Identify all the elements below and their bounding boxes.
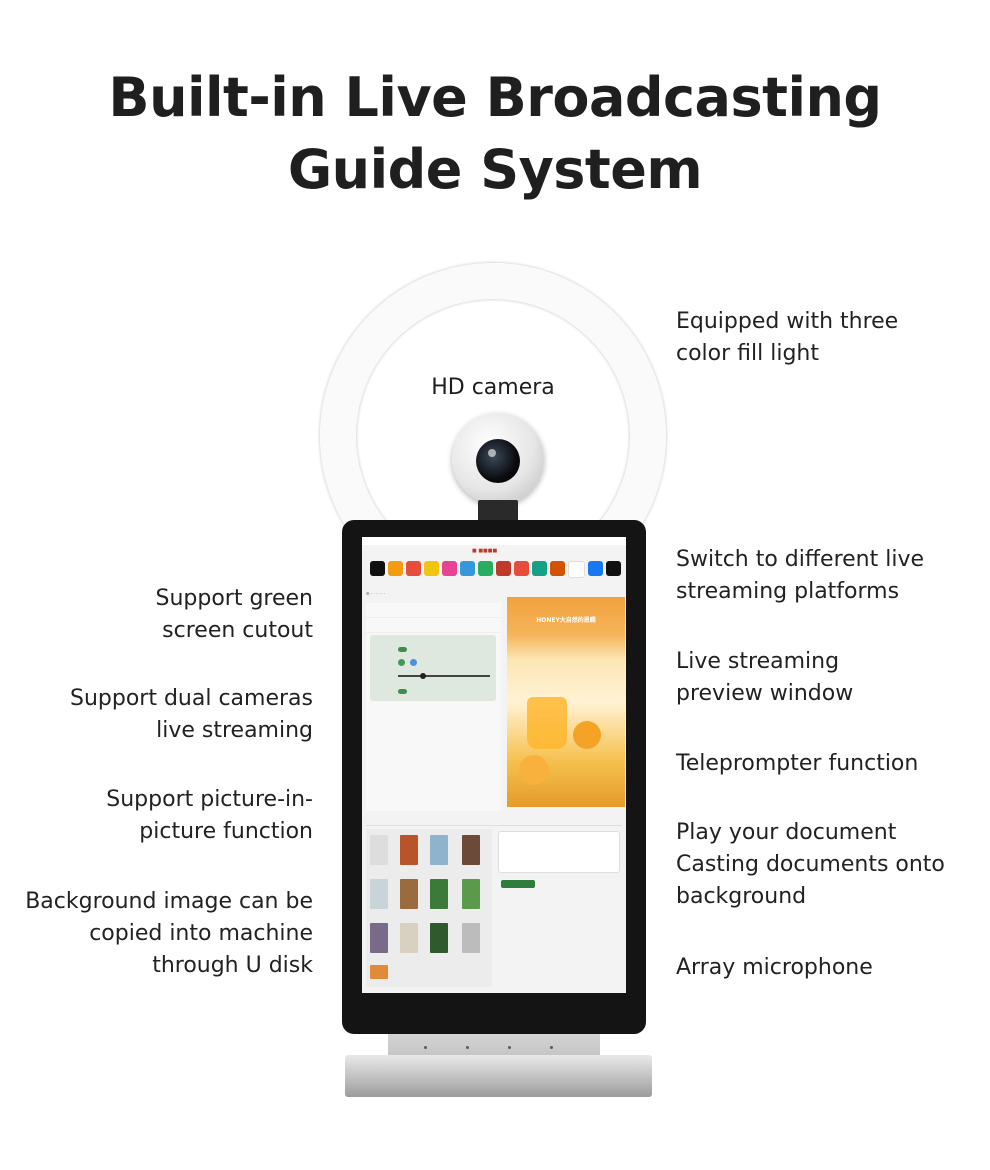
gallery-thumbnail <box>430 879 448 909</box>
gallery-thumbnail <box>370 965 388 979</box>
settings-row <box>366 603 501 618</box>
toggle-switch <box>398 647 407 652</box>
feature-line: copied into machine <box>89 921 313 946</box>
platform-app-row <box>370 561 622 583</box>
live-preview-window: HONEY大自然的恩赐 <box>507 597 625 807</box>
feature-line: Switch to different live <box>676 547 925 572</box>
gallery-thumbnail <box>370 879 388 909</box>
platform-app-icon <box>442 561 457 576</box>
gallery-thumbnail <box>462 835 480 865</box>
feature-line: Teleprompter function <box>676 751 919 776</box>
feature-line: Equipped with three <box>676 309 899 334</box>
feature-switch-platforms: Switch to different live streaming platf… <box>676 544 924 608</box>
feature-line: through U disk <box>152 953 313 978</box>
gallery-thumbnail <box>462 923 480 953</box>
toggle-switch <box>398 689 407 694</box>
camera-lens <box>476 439 520 483</box>
color-dot-blue <box>410 659 417 666</box>
gallery-thumbnail <box>370 923 388 953</box>
device-stand-base <box>345 1055 652 1097</box>
gallery-thumbnail <box>430 923 448 953</box>
platform-app-icon <box>532 561 547 576</box>
feature-line: Support picture-in- <box>106 787 313 812</box>
gallery-thumbnail <box>370 835 388 865</box>
microphone-hole <box>550 1046 553 1049</box>
feature-fill-light: Equipped with three color fill light <box>676 306 898 370</box>
feature-line: background <box>676 884 807 909</box>
device-screen: ■ ■■■■ ⚙ · · · · · · HONEY大自然的恩赐 <box>362 537 626 993</box>
orange-image <box>573 721 601 749</box>
platform-app-icon <box>514 561 529 576</box>
slider-track <box>398 675 490 677</box>
platform-app-icon <box>588 561 603 576</box>
feature-green-screen: Support green screen cutout <box>155 583 313 647</box>
color-dot-green <box>398 659 405 666</box>
feature-line: Support green <box>155 586 313 611</box>
camera-icon <box>452 413 544 505</box>
feature-dual-cameras: Support dual cameras live streaming <box>70 683 313 747</box>
orange-image <box>519 755 549 785</box>
page-title-line-2: Guide System <box>287 138 703 201</box>
microphone-hole <box>466 1046 469 1049</box>
feature-array-microphone: Array microphone <box>676 952 873 984</box>
feature-teleprompter: Teleprompter function <box>676 748 918 780</box>
slider-knob <box>420 673 426 679</box>
settings-toolbar: ⚙ · · · · · · <box>366 591 385 596</box>
document-player <box>498 831 620 888</box>
platform-app-icon <box>550 561 565 576</box>
microphone-hole <box>424 1046 427 1049</box>
microphone-hole <box>508 1046 511 1049</box>
feature-line: Background image can be <box>25 889 313 914</box>
hd-camera-label: HD camera <box>431 375 555 400</box>
green-screen-settings <box>370 635 496 701</box>
platform-app-icon <box>370 561 385 576</box>
camera-mount <box>478 500 518 522</box>
feature-line: Array microphone <box>676 955 873 980</box>
device-brand-logo: ■ ■■■■ <box>472 548 498 554</box>
feature-line: Live streaming <box>676 649 840 674</box>
feature-line: Casting documents onto <box>676 852 945 877</box>
platform-app-icon <box>460 561 475 576</box>
platform-app-icon <box>606 561 621 576</box>
feature-line: screen cutout <box>162 618 313 643</box>
platform-app-icon <box>568 561 585 578</box>
page-title: Built-in Live Broadcasting Guide System <box>0 62 990 206</box>
feature-line: Play your document <box>676 820 897 845</box>
platform-app-icon <box>406 561 421 576</box>
feature-line: streaming platforms <box>676 579 900 604</box>
platform-app-icon <box>478 561 493 576</box>
feature-background-image: Background image can be copied into mach… <box>25 886 313 982</box>
player-button <box>501 880 535 888</box>
platform-app-icon <box>496 561 511 576</box>
honey-jar-image <box>527 697 567 749</box>
feature-line: picture function <box>139 819 313 844</box>
feature-picture-in-picture: Support picture-in- picture function <box>106 784 313 848</box>
feature-line: preview window <box>676 681 854 706</box>
settings-row <box>366 618 501 633</box>
media-tabs <box>366 817 622 826</box>
gallery-thumbnail <box>400 835 418 865</box>
feature-line: color fill light <box>676 341 819 366</box>
platform-app-icon <box>388 561 403 576</box>
gallery-thumbnail <box>462 879 480 909</box>
feature-play-document: Play your document Casting documents ont… <box>676 817 945 913</box>
gallery-thumbnail <box>400 923 418 953</box>
gallery-thumbnail <box>430 835 448 865</box>
device-status-bar <box>362 537 626 545</box>
feature-line: Support dual cameras <box>70 686 313 711</box>
background-gallery <box>366 829 492 987</box>
page-title-line-1: Built-in Live Broadcasting <box>108 66 882 129</box>
platform-app-icon <box>424 561 439 576</box>
preview-title: HONEY大自然的恩赐 <box>536 617 596 624</box>
gallery-thumbnail <box>400 879 418 909</box>
feature-preview-window: Live streaming preview window <box>676 646 853 710</box>
feature-line: live streaming <box>156 718 313 743</box>
